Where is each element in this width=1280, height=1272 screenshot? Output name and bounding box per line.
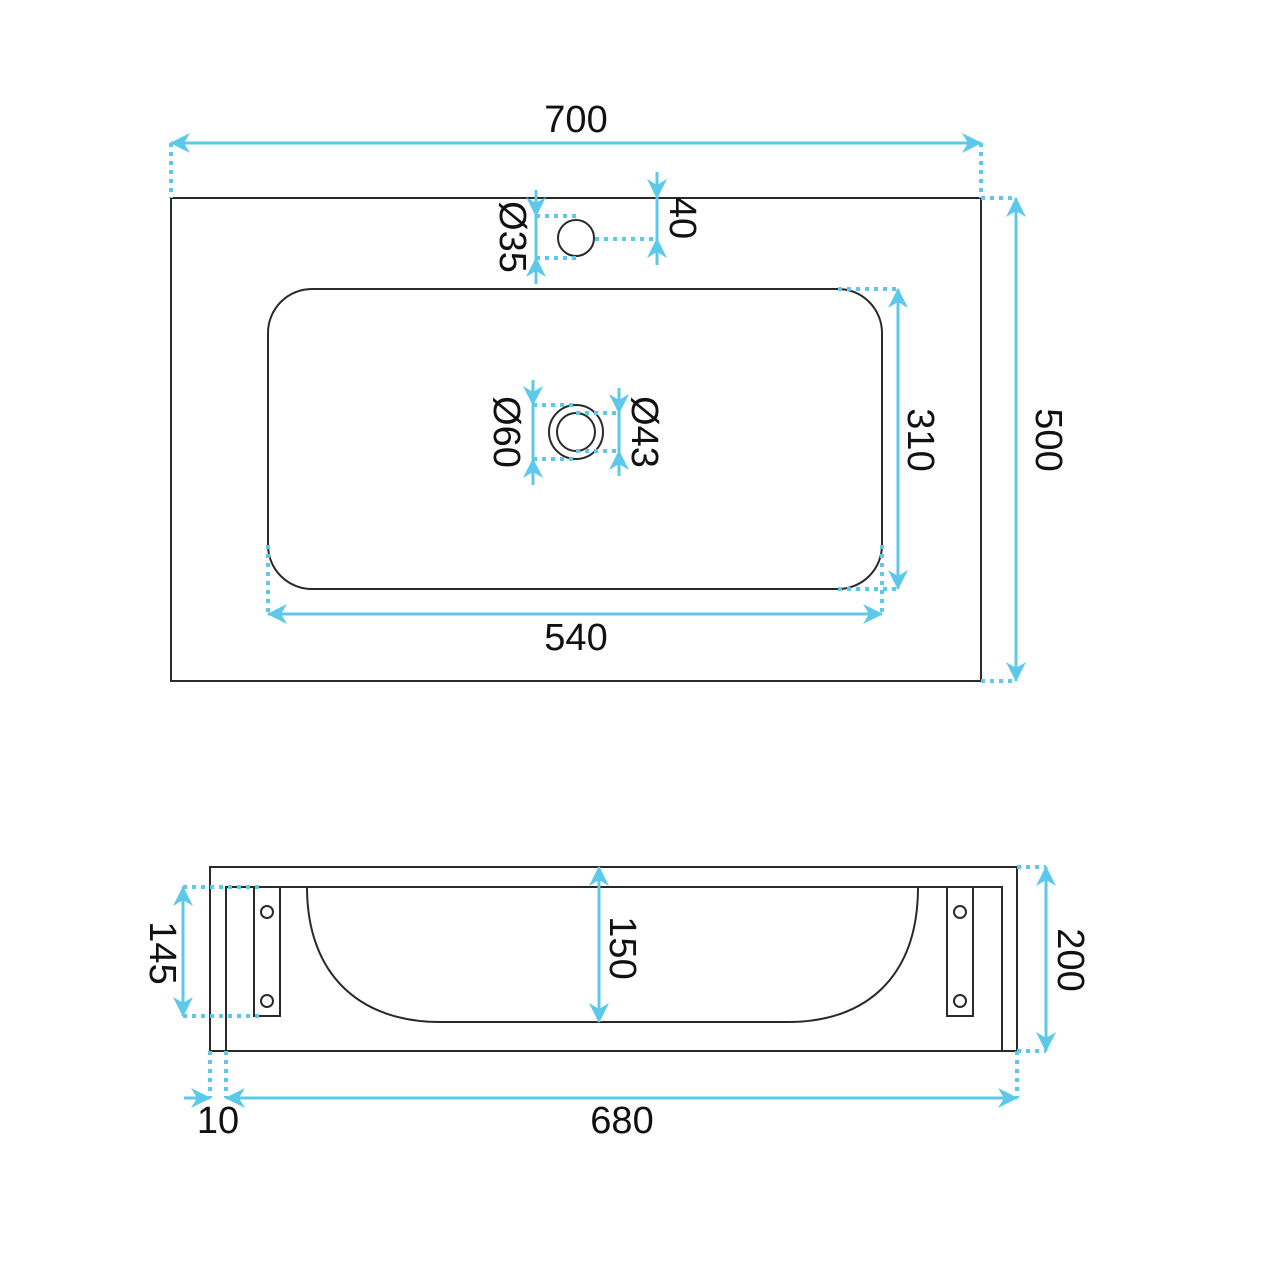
dim-overall-depth: 500 [981,196,1069,683]
dim-bracket-height: 145 [141,885,260,1018]
label-bracket-height: 145 [141,921,183,984]
label-basin-width: 310 [899,408,941,471]
dim-tap-hole-offset: 40 [595,172,703,265]
top-view: 700 500 Ø35 40 [169,99,1069,683]
dim-inner-width: 680 [225,1051,1019,1142]
inner-frame-outline [225,886,1003,1051]
dim-drain-outer-diameter: Ø60 [485,380,576,485]
dim-basin-depth: 150 [589,866,643,1023]
drain-outer [548,404,604,460]
label-inner-width: 680 [590,1100,653,1142]
label-drain-inner-diameter: Ø43 [623,396,665,468]
bracket-right [946,886,974,1017]
dim-basin-length: 540 [266,545,884,659]
countertop-front-outline [209,866,1018,1052]
label-overall-width: 700 [544,99,607,141]
basin-profile [306,886,919,1023]
label-overall-height: 200 [1049,928,1091,991]
label-overall-depth: 500 [1027,408,1069,471]
dim-overall-height: 200 [1017,865,1091,1053]
label-wall-gap: 10 [197,1100,239,1142]
label-tap-hole-diameter: Ø35 [491,201,533,273]
dim-basin-width: 310 [838,287,941,591]
tap-hole [557,219,595,257]
label-drain-outer-diameter: Ø60 [485,396,527,468]
label-basin-depth: 150 [601,916,643,979]
dim-drain-inner-diameter: Ø43 [576,388,665,476]
drain-inner [556,412,596,452]
basin-outline [267,288,883,590]
bracket-left [253,886,281,1017]
front-view: 150 145 200 10 680 [141,865,1091,1142]
label-basin-length: 540 [544,617,607,659]
countertop-outline [170,197,982,682]
dim-tap-hole-diameter: Ø35 [491,190,576,284]
dim-overall-width: 700 [169,99,983,198]
label-tap-hole-offset: 40 [661,197,703,239]
